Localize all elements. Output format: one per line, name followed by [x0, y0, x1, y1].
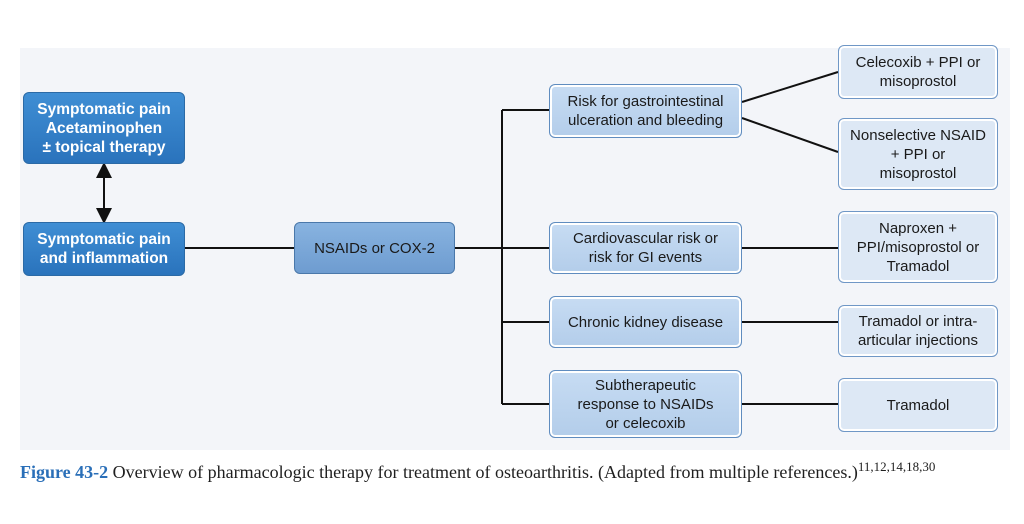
subtherapeutic-box: Subtherapeutic response to NSAIDs or cel… — [549, 370, 742, 438]
nonselective-nsaid-text: Nonselective NSAID + PPI or misoprostol — [850, 126, 986, 182]
caption-text: Overview of pharmacologic therapy for tr… — [112, 462, 858, 482]
subtherapeutic-text: Subtherapeutic response to NSAIDs or cel… — [577, 376, 714, 432]
cv-risk-text: Cardiovascular risk or risk for GI event… — [572, 230, 719, 266]
tramadol-box: Tramadol — [838, 378, 998, 432]
naproxen-text: Naproxen + PPI/misoprostol or Tramadol — [856, 219, 980, 275]
connector-gi-to-nonselective — [741, 117, 839, 153]
nonselective-nsaid-box: Nonselective NSAID + PPI or misoprostol — [838, 118, 998, 190]
ckd-box: Chronic kidney disease — [549, 296, 742, 348]
nsaids-cox2-text: NSAIDs or COX-2 — [314, 239, 435, 257]
pain-inflammation-box: Symptomatic pain and inflammation — [23, 222, 185, 276]
celecoxib-ppi-box: Celecoxib + PPI or misoprostol — [838, 45, 998, 99]
figure-label: Figure 43-2 — [20, 462, 109, 482]
cv-risk-box: Cardiovascular risk or risk for GI event… — [549, 222, 742, 274]
symptomatic-pain-box: Symptomatic pain Acetaminophen ± topical… — [23, 92, 185, 164]
symptomatic-pain-text: Symptomatic pain Acetaminophen ± topical… — [37, 100, 171, 156]
gi-risk-box: Risk for gastrointestinal ulceration and… — [549, 84, 742, 138]
nsaids-cox2-box: NSAIDs or COX-2 — [294, 222, 455, 274]
celecoxib-ppi-text: Celecoxib + PPI or misoprostol — [855, 54, 981, 90]
tramadol-text: Tramadol — [886, 396, 950, 414]
tramadol-intra-text: Tramadol or intra- articular injections — [857, 313, 979, 349]
caption-references: 11,12,14,18,30 — [857, 459, 936, 474]
tramadol-intra-box: Tramadol or intra- articular injections — [838, 305, 998, 357]
pain-inflammation-text: Symptomatic pain and inflammation — [37, 231, 171, 267]
figure-caption: Figure 43-2 Overview of pharmacologic th… — [20, 453, 960, 486]
connector-gi-to-celecoxib — [741, 71, 839, 103]
naproxen-box: Naproxen + PPI/misoprostol or Tramadol — [838, 211, 998, 283]
gi-risk-text: Risk for gastrointestinal ulceration and… — [567, 93, 724, 129]
ckd-text: Chronic kidney disease — [567, 313, 724, 331]
